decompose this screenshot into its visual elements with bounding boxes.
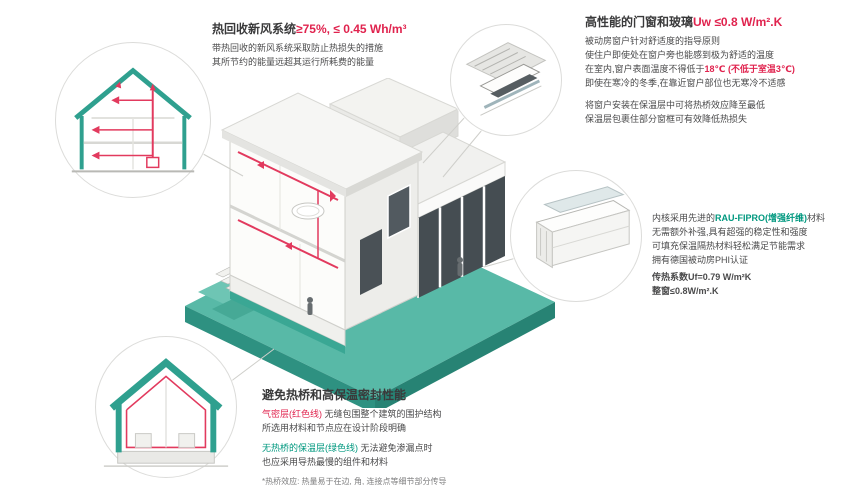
bathtub [291,202,325,220]
insulation-callout-circle [95,336,237,478]
people-figures [307,257,463,315]
material-suffix-text: 材料 [807,213,826,223]
ventilation-title-value: ≥75%, ≤ 0.45 Wh/m³ [296,22,407,36]
material-desc-line: 拥有德国被动房PHI认证 [652,254,749,265]
ventilation-duct-lines [237,151,339,269]
ventilation-desc-line: 带热回收的新风系统采取防止热损失的措施 [212,43,384,53]
thermal-section: 避免热桥和高保温密封性能 气密层(红色线) 无缝包围整个建筑的围护结构 所选用材… [262,386,562,487]
windows-temp-value: 18℃ [704,63,726,74]
windows-title-text: 高性能的门窗和玻璃 [585,15,694,29]
roof-slab [220,92,424,197]
ventilation-title: 热回收新风系统≥75%, ≤ 0.45 Wh/m³ [212,20,492,37]
thermal-airtight-line: 气密层(红色线) 无缝包围整个建筑的围护结构 [262,408,562,422]
airtight-layer-label: 气密层(红色线) [262,409,322,419]
windows-desc-line: 使住户即使处在窗户旁也能感到极为舒适的温度 [585,49,775,60]
material-desc-line: 无需额外补强,具有超强的稳定性和强度 [652,226,808,237]
thermal-desc-line: 也应采用导热最慢的组件和材料 [262,456,389,467]
windows-title-value: Uw ≤0.8 W/m².K [693,15,783,29]
material-uw-value: 整窗≤0.8W/m².K [652,285,719,296]
windows-temp-text: 在室内,窗户表面温度不得低于 [585,63,705,74]
material-intro-text: 内核采用先进的 [652,213,716,223]
windows-desc-line: 被动房窗户针对舒适度的指导原则 [585,36,721,46]
material-desc-line: 可填充保温隔热材料轻松满足节能需求 [652,240,806,251]
windows-temp-note: (不低于室温3℃) [725,63,795,74]
ventilation-desc-line: 其所节约的能量远超其运行所耗费的能量 [212,56,375,67]
material-desc-line: 内核采用先进的RAU-FIPRO(增强纤维)材料 [652,212,864,226]
spacer [585,91,860,99]
windows-title: 高性能的门窗和玻璃Uw ≤0.8 W/m².K [585,13,860,30]
thermal-footnote: *热桥效应: 热量易于在边, 角, 连接点等细节部分传导 [262,476,447,486]
ventilation-callout-circle [55,42,211,198]
window-profile-illustration [535,186,631,269]
material-brand-text: RAU-FIPRO(增强纤维) [715,213,808,223]
insulation-layer-text: 无法避免渗漏点时 [358,442,433,453]
ventilation-house-illustration [71,67,195,173]
window-section-callout-circle [450,24,562,136]
insulation-house-illustration [103,358,229,467]
windows-desc-line: 将窗户安装在保温层中可将热桥效应降至最低 [585,99,766,110]
window-section-illustration [465,42,547,116]
thermal-insulation-line: 无热桥的保温层(绿色线) 无法避免渗漏点时 [262,442,562,456]
window-profile-callout-circle [510,170,642,302]
basement-insulation-band [229,274,346,354]
windows-section: 高性能的门窗和玻璃Uw ≤0.8 W/m².K 被动房窗户针对舒适度的指导原则 … [585,13,860,127]
main-building-side [344,157,419,331]
ventilation-title-text: 热回收新风系统 [212,22,297,36]
windows-desc-line: 即使在寒冷的冬季,在靠近窗户部位也无寒冷不适感 [585,77,786,88]
insulation-layer-label: 无热桥的保温层(绿色线) [262,442,358,453]
airflow-arrows [91,81,156,160]
windows-desc-line: 在室内,窗户表面温度不得低于18℃ (不低于室温3℃) [585,63,860,77]
thermal-title: 避免热桥和高保温密封性能 [262,388,407,402]
ventilation-section: 热回收新风系统≥75%, ≤ 0.45 Wh/m³ 带热回收的新风系统采取防止热… [212,20,492,70]
airtight-layer-text: 无缝包围整个建筑的围护结构 [322,409,442,419]
material-uf-value: 传热系数Uf=0.79 W/m²K [652,271,752,282]
windows-desc-line: 保温层包裹住部分窗框可有效降低热损失 [585,113,748,124]
thermal-desc-line: 所选用材料和节点应在设计阶段明确 [262,422,407,433]
material-section: 内核采用先进的RAU-FIPRO(增强纤维)材料 无需额外补强,具有超强的稳定性… [652,212,864,299]
